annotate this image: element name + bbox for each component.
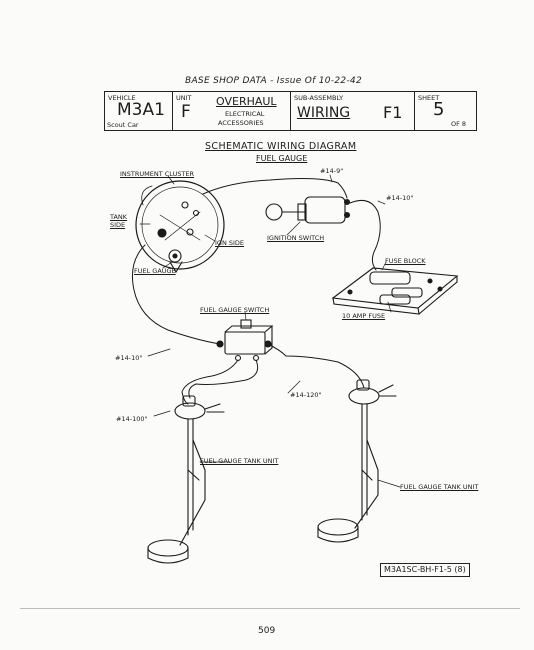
subassembly-code: F1 <box>383 103 403 122</box>
unit-value: F <box>181 102 191 122</box>
diagram-subtitle: FUEL GAUGE <box>256 154 308 163</box>
tank-unit-left-drawing <box>147 395 225 564</box>
fuse-block-drawing <box>331 267 459 315</box>
wire-label-w3: #14-10" <box>115 354 143 362</box>
subassembly-cell: SUB-ASSEMBLY WIRING F1 <box>291 92 415 130</box>
label-tank-unit-right: FUEL GAUGE TANK UNIT <box>400 483 479 491</box>
wire-label-w4: #14-120" <box>290 391 322 399</box>
vehicle-sub: Scout Car <box>107 121 139 129</box>
page-number: 509 <box>258 626 276 636</box>
sheet-value: 5 <box>433 99 445 120</box>
wire-label-w5: #14-100" <box>116 415 148 423</box>
wire-cluster-to-gauge-switch <box>131 244 221 345</box>
fuel-gauge-switch-drawing <box>216 319 274 362</box>
label-fuel-gauge: FUEL GAUGE <box>134 267 176 275</box>
wires <box>131 178 381 405</box>
vehicle-label: VEHICLE <box>108 94 136 102</box>
title-block: VEHICLE M3A1 Scout Car UNIT F OVERHAUL E… <box>104 91 477 131</box>
label-fuel-gauge-switch: FUEL GAUGE SWITCH <box>200 306 270 314</box>
footer-divider <box>20 608 520 609</box>
drawing-number: M3A1SC-BH-F1-5 (8) <box>380 563 470 577</box>
label-fuse-block: FUSE BLOCK <box>385 257 426 265</box>
wire-cluster-to-ignition <box>202 178 348 199</box>
wire-loop-left <box>188 359 259 399</box>
sheet-of: OF 8 <box>451 120 467 128</box>
sheet-cell: SHEET 5 OF 8 <box>415 92 476 130</box>
tank-unit-right-drawing <box>317 379 397 543</box>
unit-title: OVERHAUL <box>216 95 277 108</box>
unit-cell: UNIT F OVERHAUL ELECTRICAL ACCESSORIES <box>173 92 291 130</box>
page-header-title: BASE SHOP DATA - Issue Of 10-22-42 <box>185 76 362 86</box>
label-ign-side: IGN SIDE <box>215 239 245 247</box>
wire-switch-to-left-tank <box>181 359 239 405</box>
unit-desc-1: ELECTRICAL <box>225 110 265 118</box>
wire-switch-to-right-tank <box>267 343 365 389</box>
diagram-title: SCHEMATIC WIRING DIAGRAM <box>205 141 357 152</box>
unit-label: UNIT <box>176 94 192 102</box>
ignition-switch-drawing <box>265 196 351 224</box>
subassembly-label: SUB-ASSEMBLY <box>294 94 344 102</box>
label-ignition-switch: IGNITION SWITCH <box>267 234 325 242</box>
wire-ignition-to-fuseblock <box>349 200 381 271</box>
instrument-cluster-drawing <box>135 180 225 274</box>
leader-lines <box>139 174 401 488</box>
vehicle-cell: VEHICLE M3A1 Scout Car <box>105 92 173 130</box>
wire-label-w2: #14-10" <box>386 194 414 202</box>
unit-desc-2: ACCESSORIES <box>218 119 264 127</box>
label-tank-side: TANK SIDE <box>110 213 128 230</box>
label-instrument-cluster: INSTRUMENT CLUSTER <box>120 170 195 178</box>
subassembly-value: WIRING <box>297 105 351 121</box>
label-amp-fuse: 10 AMP FUSE <box>342 312 386 320</box>
wire-label-w1: #14-9" <box>320 167 344 175</box>
sheet-label: SHEET <box>418 94 440 102</box>
vehicle-value: M3A1 <box>117 100 165 120</box>
label-tank-unit-left: FUEL GAUGE TANK UNIT <box>200 457 279 465</box>
